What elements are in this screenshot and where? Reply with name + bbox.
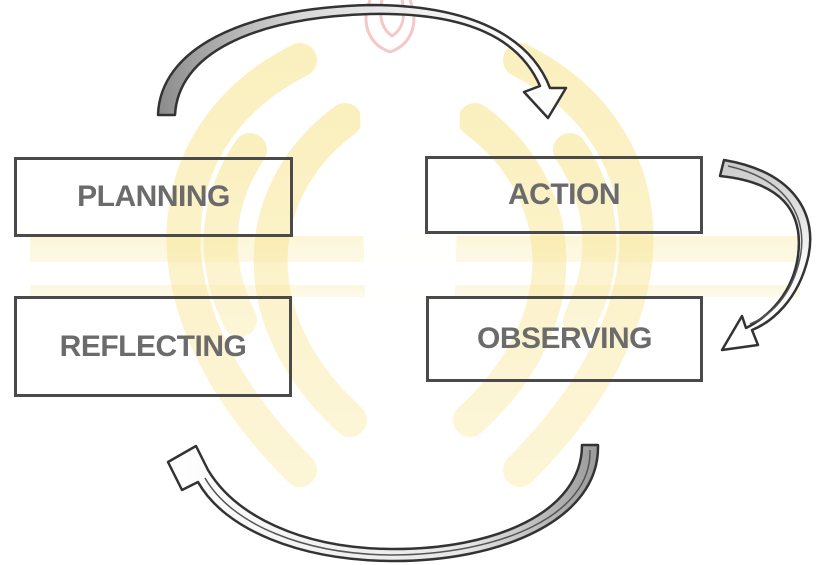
watermark-band-left-2 — [30, 285, 420, 297]
watermark-emblem-top — [364, 0, 416, 54]
watermark-band-left — [30, 236, 420, 262]
watermark-band-right — [410, 236, 800, 262]
reflecting-label: REFLECTING — [59, 329, 247, 363]
observing-box: OBSERVING — [426, 296, 703, 382]
reflecting-box: REFLECTING — [14, 296, 292, 397]
arrow-planning-to-action — [156, 3, 568, 120]
action-box: ACTION — [425, 156, 703, 234]
watermark-leaf-left-outer — [166, 43, 317, 487]
observing-label: OBSERVING — [477, 322, 653, 355]
action-label: ACTION — [508, 178, 621, 211]
arrow-action-to-observing — [718, 158, 812, 352]
watermark-leaf-right-outer — [503, 43, 654, 487]
watermark-band-right-2 — [410, 285, 800, 297]
planning-label: PLANNING — [77, 180, 230, 213]
planning-box: PLANNING — [14, 157, 293, 237]
arrow-observing-to-reflecting — [166, 443, 600, 563]
